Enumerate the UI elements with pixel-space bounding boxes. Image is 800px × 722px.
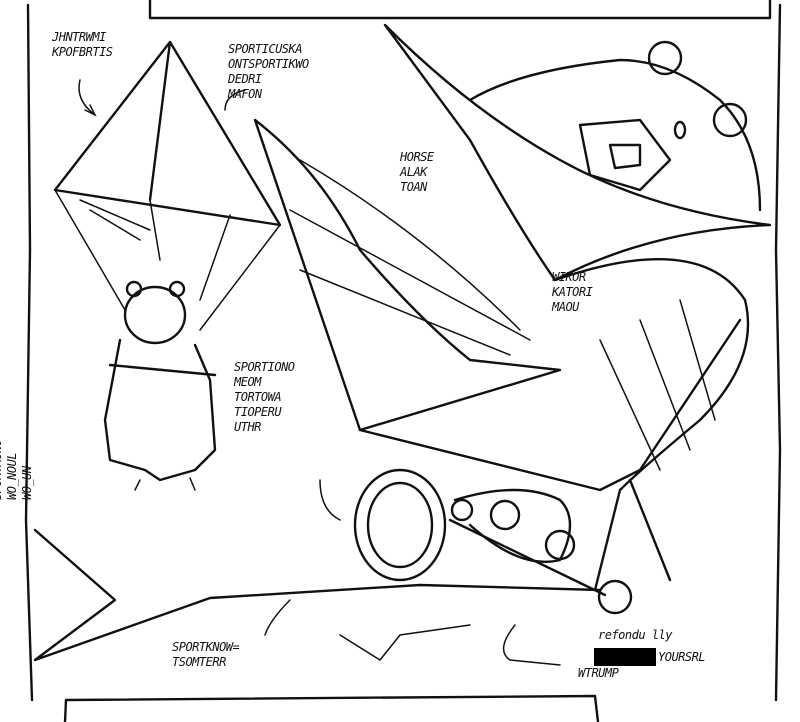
parachute-bear	[53, 40, 282, 491]
bottom-right-note-line2: YOURSRL	[658, 650, 706, 664]
wing-note: HORSE ALAK TOAN	[400, 150, 434, 194]
left-vertical-note: SPORTMONO WO_NOUL WO_UN	[0, 439, 34, 500]
bear-right-note: WIKOR KATORI MAOU	[552, 270, 593, 314]
bottom-right-note-line3: WTRUMP	[578, 666, 619, 680]
annotation-arrows	[78, 79, 561, 666]
top-panel-border	[148, 0, 772, 20]
parachute-note: JHNTRWMI KPOFBRTIS	[52, 30, 113, 59]
bottom-right-note-line1: refondu lly	[598, 628, 672, 642]
left-border	[24, 3, 34, 702]
bear-right	[468, 40, 762, 212]
panel-borders	[24, 0, 782, 722]
top-center-note: SPORTICUSKA ONTSPORTIKWO DEDRI MAFON	[228, 42, 309, 101]
tail	[33, 528, 602, 662]
redaction-bar	[594, 648, 656, 666]
bottom-left-note: SPORTKNOW= TSOMTERR	[172, 640, 240, 669]
wing-machine	[253, 23, 772, 615]
center-note: SPORTIONO MEOM TORTOWA TIOPERU UTHR	[234, 360, 295, 434]
bottom-panel-border	[63, 694, 600, 722]
right-border	[774, 3, 782, 702]
